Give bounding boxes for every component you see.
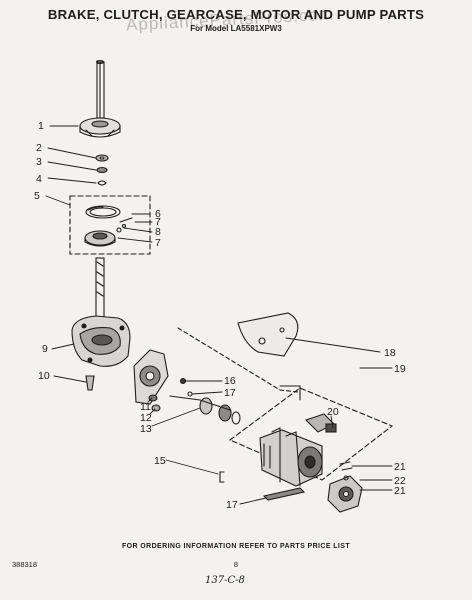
part-gearcase (71, 257, 131, 367)
callout-15: 15 (154, 455, 166, 467)
part-bolts-16-17 (179, 377, 193, 397)
callout-13: 13 (140, 423, 152, 435)
callout-2: 2 (36, 142, 42, 154)
callout-17a: 17 (224, 387, 236, 399)
callout-1: 1 (38, 120, 44, 132)
callout-9: 9 (42, 343, 48, 355)
part-plug-10 (85, 375, 95, 391)
callout-5: 5 (34, 190, 40, 202)
part-clip-4 (97, 180, 107, 186)
handwritten-note: 137-C-8 (205, 575, 245, 586)
clutch-kit-box (69, 195, 151, 255)
part-brake-spring (85, 205, 121, 219)
part-clutch-pulley (84, 230, 116, 247)
part-coupling-13 (169, 395, 241, 425)
document-number: 388318 (12, 560, 38, 569)
part-washer-2 (95, 154, 109, 162)
callout-3: 3 (36, 156, 42, 168)
part-motor (259, 427, 323, 487)
part-washer-3 (96, 166, 108, 174)
callout-7b: 7 (155, 237, 161, 249)
part-mount-plate (133, 349, 169, 405)
callout-16: 16 (224, 375, 236, 387)
part-pump (327, 475, 363, 513)
callout-labels: 1 2 3 4 5 6 7 8 7 9 10 16 17 11 12 13 18… (34, 120, 406, 511)
callout-11: 11 (140, 401, 151, 413)
callout-6: 6 (155, 208, 161, 220)
page-number: 8 (233, 560, 239, 569)
leader-lines (45, 125, 393, 505)
callout-20: 20 (327, 406, 339, 418)
part-shield-18 (237, 312, 299, 357)
part-clutch-pins (116, 217, 133, 233)
callout-7a: 7 (155, 216, 161, 228)
part-pump-clips (339, 461, 353, 481)
part-brake-assembly (79, 59, 121, 138)
callout-12: 12 (140, 412, 152, 424)
callout-22: 22 (394, 475, 406, 487)
callout-18: 18 (384, 347, 396, 359)
page-title: BRAKE, CLUTCH, GEARCASE, MOTOR AND PUMP … (47, 7, 425, 22)
callout-21b: 21 (394, 485, 406, 497)
callout-19: 19 (394, 363, 406, 375)
callout-4: 4 (36, 173, 42, 185)
callout-10: 10 (38, 370, 50, 382)
part-switch-20 (304, 413, 337, 433)
callout-17b: 17 (226, 499, 238, 511)
part-bracket-15 (219, 471, 225, 483)
callout-8: 8 (155, 226, 161, 238)
model-subtitle: For Model LA5581XPW3 (190, 24, 282, 33)
part-strap-17 (262, 487, 306, 501)
ordering-info: FOR ORDERING INFORMATION REFER TO PARTS … (121, 543, 351, 550)
callout-21a: 21 (394, 461, 406, 473)
